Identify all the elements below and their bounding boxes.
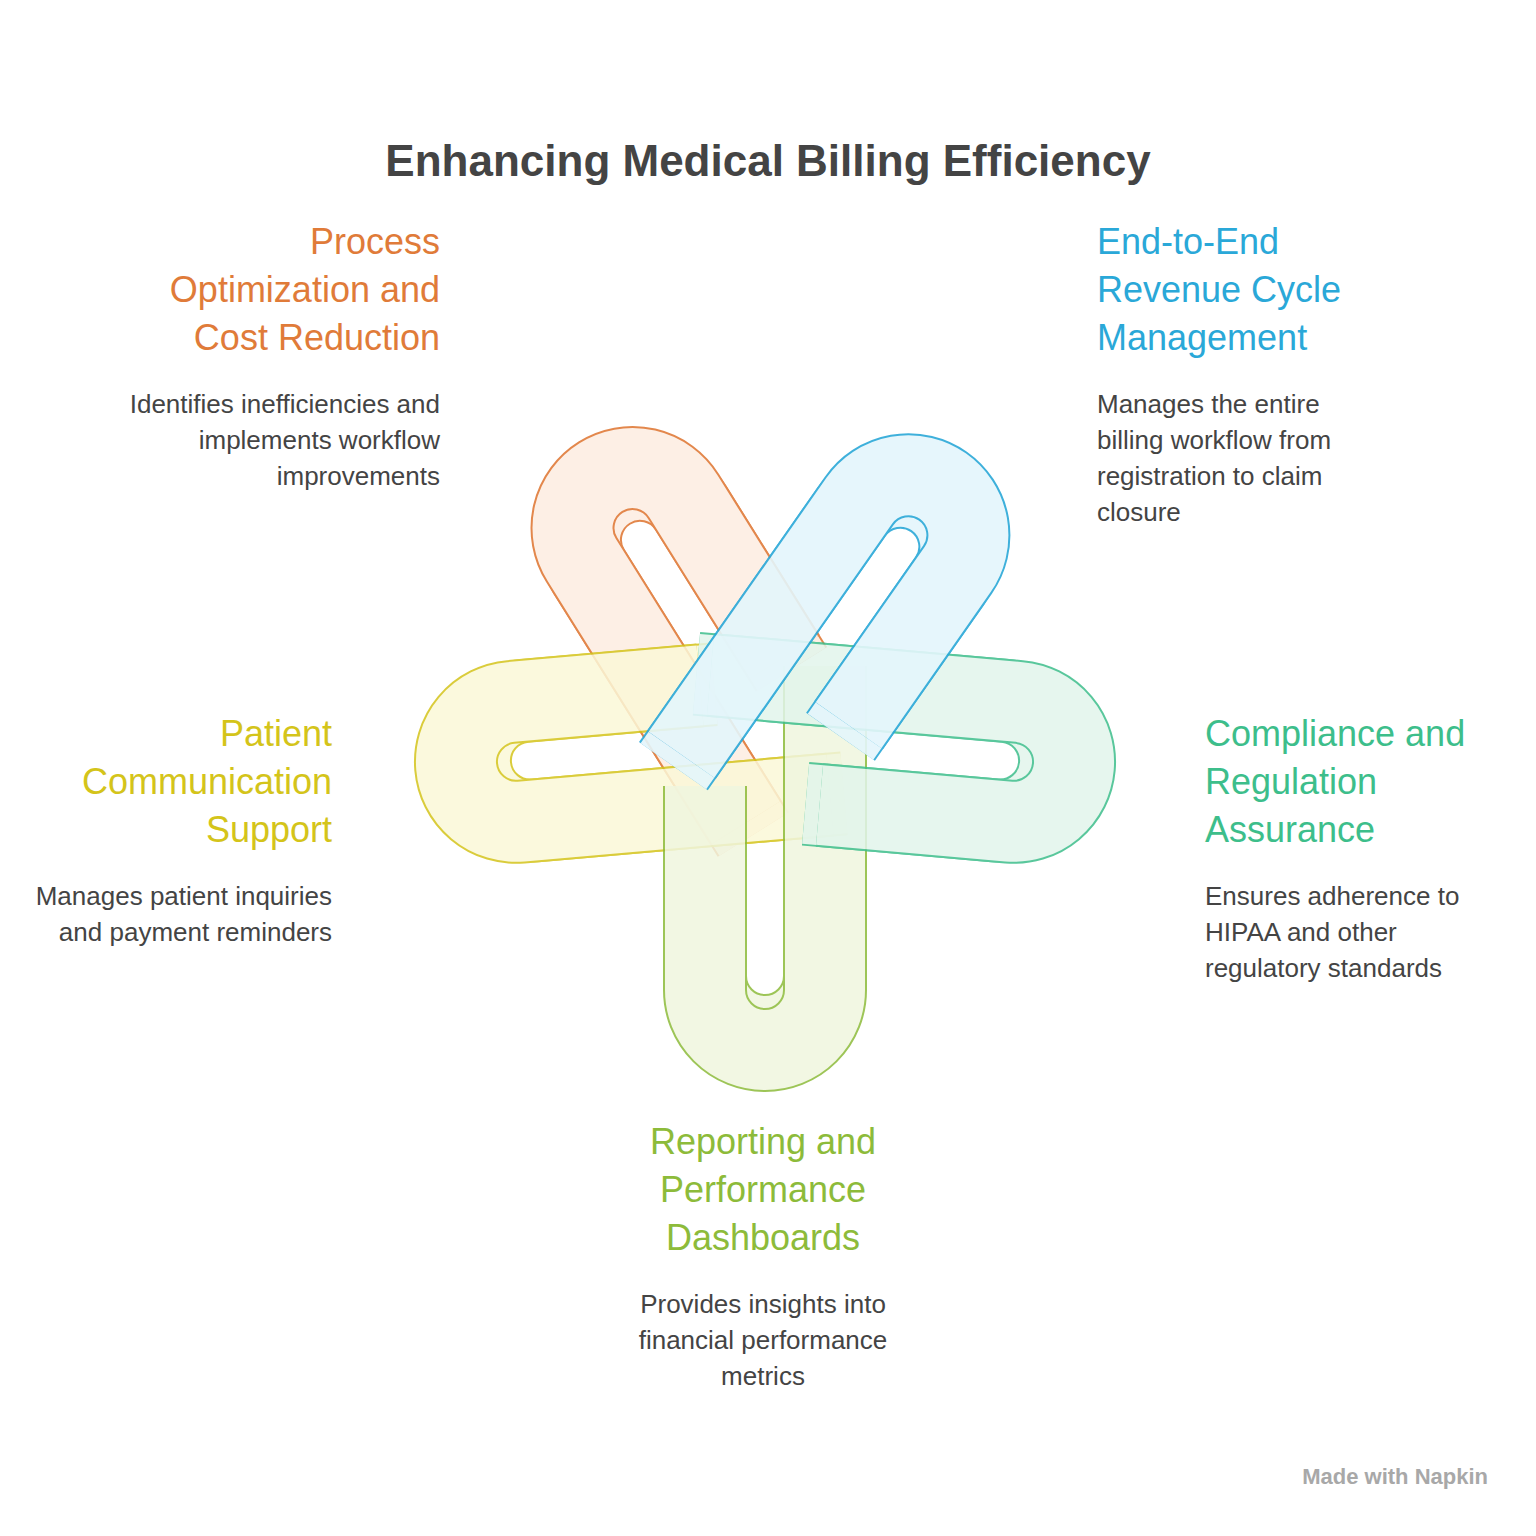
feature-heading: Patient Communication Support — [22, 710, 332, 854]
feature-block: End-to-End Revenue Cycle ManagementManag… — [1097, 218, 1397, 530]
feature-description: Manages the entire billing workflow from… — [1097, 386, 1387, 530]
feature-description: Ensures adherence to HIPAA and other reg… — [1205, 878, 1505, 986]
watermark: Made with Napkin — [1302, 1464, 1488, 1490]
feature-heading: Process Optimization and Cost Reduction — [100, 218, 440, 362]
feature-block: Process Optimization and Cost ReductionI… — [100, 218, 440, 494]
feature-heading: Reporting and Performance Dashboards — [588, 1118, 938, 1262]
feature-block: Compliance and Regulation AssuranceEnsur… — [1205, 710, 1515, 986]
feature-description: Manages patient inquiries and payment re… — [32, 878, 332, 950]
feature-heading: End-to-End Revenue Cycle Management — [1097, 218, 1397, 362]
feature-block: Reporting and Performance DashboardsProv… — [588, 1118, 938, 1394]
diagram-title: Enhancing Medical Billing Efficiency — [0, 136, 1536, 186]
feature-description: Identifies inefficiencies and implements… — [110, 386, 440, 494]
feature-heading: Compliance and Regulation Assurance — [1205, 710, 1515, 854]
feature-block: Patient Communication SupportManages pat… — [22, 710, 332, 950]
feature-description: Provides insights into financial perform… — [608, 1286, 918, 1394]
blue-link — [673, 452, 992, 835]
